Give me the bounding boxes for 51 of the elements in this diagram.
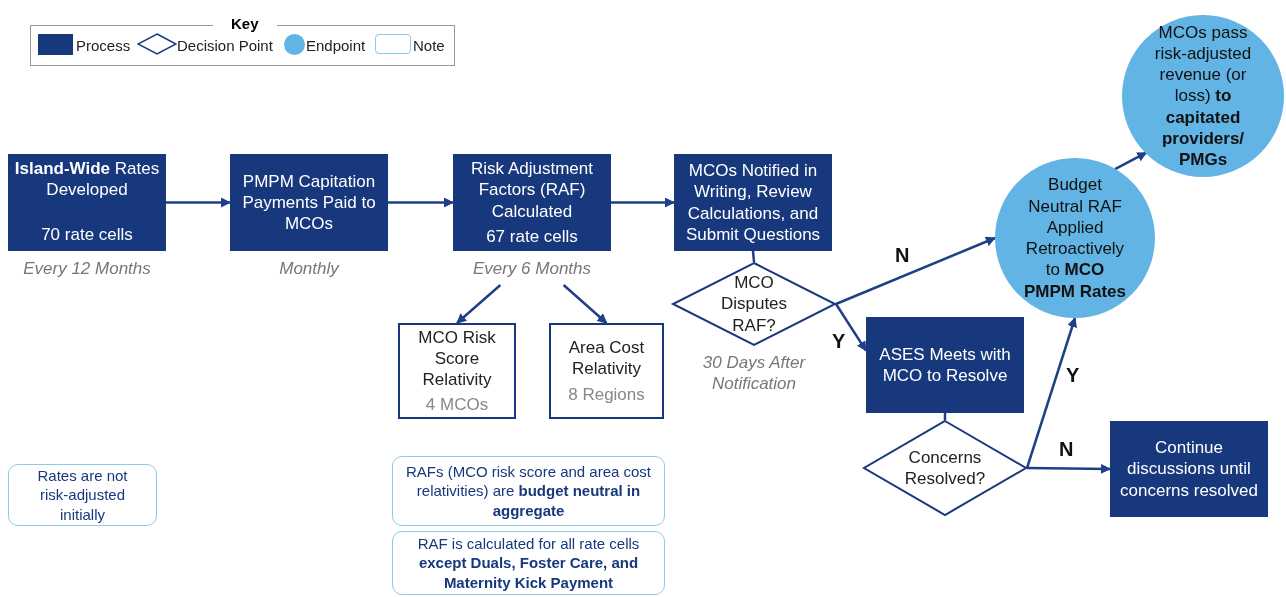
factor-box <box>549 323 664 419</box>
process-label: Risk Adjustment Factors (RAF) Calculated <box>470 158 594 222</box>
decision-diamond <box>863 420 1027 516</box>
endpoint-label: MCOs pass risk-adjusted revenue (or loss) to capitated providers/ PMGs <box>1153 21 1253 171</box>
endpoint-label: Budget Neutral RAF Applied Retroactively to MCO PMPM Rates <box>1023 174 1127 302</box>
arrow <box>166 197 231 208</box>
process-box <box>453 154 611 251</box>
process-label: PMPM Capitation Payments Paid to MCOs <box>241 170 377 235</box>
arrow <box>1027 463 1111 474</box>
process-label: ASES Meets with MCO to Resolve <box>878 343 1012 387</box>
process-label: MCOs Notified in Writing, Review Calculations, and Submit Questions <box>684 160 822 245</box>
legend-label: Endpoint <box>306 37 366 54</box>
arrow <box>835 236 996 306</box>
connector-line <box>751 250 756 263</box>
arrow <box>611 197 675 208</box>
timing-caption: Every 6 Months <box>471 258 593 280</box>
arrow <box>562 284 608 324</box>
timing-caption: 30 Days After Notification <box>701 352 807 395</box>
legend-label: Note <box>413 37 445 54</box>
factor-box <box>398 323 516 419</box>
process-box <box>1110 421 1268 517</box>
decision-label: MCO Disputes RAF? <box>719 272 789 336</box>
arrow <box>834 303 868 352</box>
sub-label: 8 Regions <box>568 383 645 405</box>
sub-label: 4 MCOs <box>425 394 489 416</box>
timing-caption: Monthly <box>278 258 341 280</box>
process-box <box>866 317 1024 413</box>
note-box <box>392 531 665 595</box>
factor-label: MCO Risk Score Relativity <box>417 326 497 391</box>
process-box <box>230 154 388 251</box>
process-box <box>674 154 832 251</box>
process-label: Continue discussions until concerns resolved <box>1119 437 1259 501</box>
legend-label: Decision Point <box>177 37 273 54</box>
sub-label: 67 rate cells <box>486 225 578 247</box>
timing-caption: Every 12 Months <box>22 258 152 280</box>
note-text: RAFs (MCO risk score and area cost relativities) are budget neutral in aggregate <box>404 461 653 521</box>
factor-label: Area Cost Relativity <box>567 337 646 380</box>
process-label: Island-Wide Rates Developed <box>14 158 160 201</box>
arrow <box>388 197 454 208</box>
connector-line <box>943 413 947 420</box>
note-box <box>392 456 665 526</box>
process-box <box>8 154 166 251</box>
sub-label: 70 rate cells <box>41 223 133 245</box>
arrow <box>1025 317 1077 469</box>
note-text: Rates are not risk-adjusted initially <box>36 465 129 525</box>
note-text: RAF is calculated for all rate cells except Duals, Foster Care, and Maternity Kick Payment <box>416 533 641 593</box>
note-box <box>8 464 157 526</box>
decision-label: Concerns Resolved? <box>903 446 987 490</box>
arrow <box>1114 151 1148 171</box>
legend-label: Process <box>76 37 131 54</box>
arrow <box>456 284 502 324</box>
